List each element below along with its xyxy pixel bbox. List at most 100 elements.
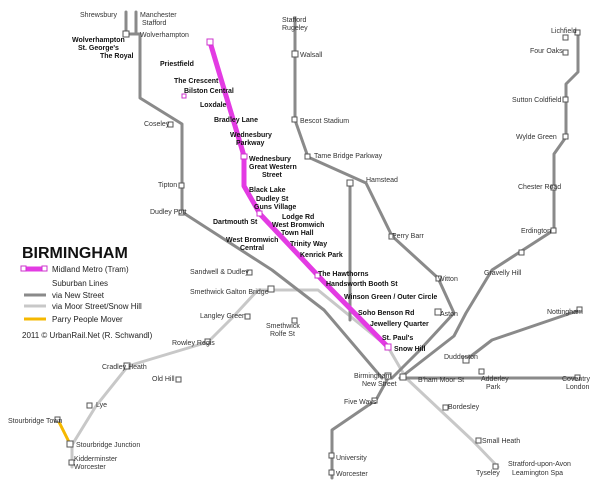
- legend-tram-stop-right: [41, 265, 48, 272]
- label-adderley-1: Adderley: [481, 376, 509, 383]
- label-old-hill: Old Hill: [152, 376, 175, 383]
- label-snow-hill: Snow Hill: [394, 346, 426, 353]
- label-four-oaks: Four Oaks: [530, 48, 563, 55]
- label-langley-green: Langley Green: [200, 313, 246, 320]
- label-wb-central-1: West Bromwich: [226, 237, 278, 244]
- line-parry-people-mover: [56, 418, 72, 446]
- station-smethwick-rolfe: [291, 317, 298, 324]
- station-the-hawthorns: [314, 272, 321, 279]
- station-labels: Shrewsbury Manchester Stafford Wolverham…: [8, 12, 591, 478]
- station-wylde-green: [562, 133, 569, 140]
- station-university: [328, 452, 335, 459]
- station-walsall: [291, 50, 299, 58]
- label-jewellery-quarter: Jewellery Quarter: [370, 321, 429, 328]
- label-perry-barr: Perry Barr: [392, 233, 425, 240]
- label-moor-street: B'ham Moor St: [418, 377, 464, 384]
- station-dudley-port: [178, 209, 185, 216]
- station-bordesley: [442, 404, 449, 411]
- station-four-oaks: [562, 49, 569, 56]
- map-title: BIRMINGHAM: [22, 245, 128, 262]
- label-wednesbury-gws-2: Great Western: [249, 164, 297, 171]
- label-sutton-coldfield: Sutton Coldfield: [512, 97, 562, 104]
- label-coventry-2: London: [566, 384, 589, 391]
- copyright: 2011 © UrbanRail.Net (R. Schwandl): [22, 331, 153, 340]
- station-sutton-coldfield: [562, 96, 569, 103]
- label-wolverhampton-tram-1: Wolverhampton: [72, 37, 125, 44]
- label-the-hawthorns: The Hawthorns: [318, 271, 369, 278]
- label-wylde-green: Wylde Green: [516, 134, 557, 141]
- label-bescot: Bescot Stadium: [300, 118, 349, 125]
- station-lye: [86, 402, 93, 409]
- label-dartmouth: Dartmouth St: [213, 219, 258, 226]
- legend-label-tram: Midland Metro (Tram): [52, 265, 129, 274]
- line-walsall-newstreet: [293, 16, 456, 380]
- label-black-lake: Black Lake: [249, 187, 286, 194]
- station-kidderminster: [68, 459, 75, 466]
- label-shrewsbury: Shrewsbury: [80, 12, 117, 19]
- label-aston: Aston: [440, 311, 458, 318]
- label-witton: Witton: [438, 276, 458, 283]
- label-nottingham: Nottingham: [547, 309, 583, 316]
- label-wolverhampton-tram-2: St. George's: [78, 45, 119, 52]
- station-snow-hill: [384, 343, 392, 351]
- station-tyseley: [492, 463, 499, 470]
- label-soho-benson: Soho Benson Rd: [358, 310, 414, 317]
- label-smethwick-rolfe-2: Rolfe St: [270, 331, 295, 338]
- legend-label-suburban: Suburban Lines: [52, 279, 108, 288]
- station-lichfield-tv: [574, 29, 581, 36]
- station-lichfield: [562, 34, 569, 41]
- station-markers: [54, 29, 583, 476]
- station-sandwell: [246, 269, 253, 276]
- label-priestfield: Priestfield: [160, 61, 194, 68]
- station-perry-barr: [388, 233, 395, 240]
- label-rowley-regis: Rowley Regis: [172, 340, 215, 347]
- station-cradley-heath: [123, 362, 131, 370]
- label-tyseley: Tyseley: [476, 470, 500, 477]
- label-manchester: Manchester: [140, 12, 177, 19]
- station-worcester: [328, 469, 335, 476]
- label-bradley-lane: Bradley Lane: [214, 117, 258, 124]
- label-worcester: Worcester: [336, 471, 368, 478]
- legend: Midland Metro (Tram) Suburban Lines via …: [20, 265, 153, 340]
- label-wednesbury-gws-3: Street: [262, 172, 283, 179]
- label-stourbridge-jn: Stourbridge Junction: [76, 442, 140, 449]
- label-adderley-2: Park: [486, 384, 501, 391]
- label-stratford-1: Stratford-upon-Avon: [508, 461, 571, 468]
- label-stratford-2: Leamington Spa: [512, 470, 563, 477]
- label-kidderminster-2: Worcester: [74, 464, 106, 471]
- label-wb-central-2: Central: [240, 245, 264, 252]
- station-nottingham: [576, 306, 583, 313]
- label-stafford-rugeley-1: Stafford: [282, 17, 306, 24]
- label-wednesbury-parkway-2: Parkway: [236, 140, 265, 147]
- label-wolverhampton: Wolverhampton: [140, 32, 189, 39]
- label-coseley: Coseley: [144, 121, 170, 128]
- label-dudley-port: Dudley Port: [150, 209, 187, 216]
- station-stourbridge-town: [54, 416, 61, 423]
- legend-label-via-moor-street: via Moor Street/Snow Hill: [52, 302, 142, 311]
- station-tame-bridge: [304, 153, 311, 160]
- label-chester-road: Chester Road: [518, 184, 561, 191]
- legend-tram-stop-left: [20, 265, 27, 272]
- label-small-heath: Small Heath: [482, 438, 520, 445]
- label-tipton: Tipton: [158, 182, 177, 189]
- label-winson-green: Winson Green / Outer Circle: [344, 294, 437, 301]
- legend-label-via-new-street: via New Street: [52, 291, 105, 300]
- station-dartmouth: [256, 210, 263, 217]
- station-small-heath: [475, 437, 482, 444]
- station-loxdale: [181, 93, 187, 99]
- label-lichfield: Lichfield: [551, 28, 577, 35]
- station-gravelly-hill: [518, 249, 525, 256]
- station-smethwick-galton: [267, 285, 275, 293]
- legend-label-people-mover: Parry People Mover: [52, 315, 123, 324]
- station-old-hill: [175, 376, 182, 383]
- label-the-crescent: The Crescent: [174, 78, 219, 85]
- station-rowley-regis: [204, 338, 211, 345]
- label-lodge-rd-2: West Bromwich: [272, 222, 324, 229]
- label-erdington: Erdington: [521, 228, 551, 235]
- station-duddeston: [462, 356, 470, 364]
- label-wednesbury-parkway-1: Wednesbury: [230, 132, 272, 139]
- line-midland-metro: [207, 39, 391, 350]
- station-bescot: [291, 116, 298, 123]
